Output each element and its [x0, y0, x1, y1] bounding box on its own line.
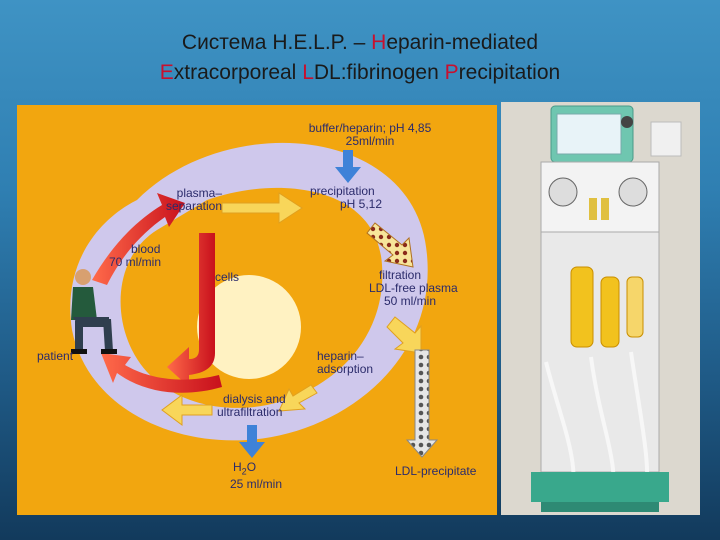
- buffer-text: buffer/heparin; pH 4,85: [308, 121, 432, 135]
- dialysis-arrow: [161, 394, 213, 426]
- help-diagram-panel: buffer/heparin; pH 4,85 25ml/min plasma–…: [17, 105, 497, 515]
- adsorption-arrow: [278, 384, 318, 412]
- title-letter-e: E: [159, 61, 174, 84]
- cells-return-arrow: [167, 233, 215, 387]
- heparin-line1: heparin–: [317, 349, 364, 363]
- buffer-label: buffer/heparin; pH 4,85 25ml/min: [300, 122, 440, 148]
- ldl-precipitate-column: [405, 349, 439, 458]
- ldl-free-rate: 50 ml/min: [384, 294, 437, 308]
- heparin-line2: adsorption: [317, 362, 374, 376]
- plasma-separation-line2: separation: [165, 199, 222, 213]
- precipitation-label: precipitation pH 5,12: [310, 185, 400, 211]
- blood-arrow: [92, 193, 185, 285]
- separation-arrow: [221, 192, 303, 224]
- plasma-separation-label: plasma– separation: [142, 187, 222, 213]
- h2o-rate: 25 ml/min: [230, 477, 283, 492]
- return-to-patient-arrow: [101, 353, 222, 393]
- h2o-label: H2O 25 ml/min: [230, 460, 300, 492]
- patient-label: patient: [37, 349, 74, 363]
- help-diagram: [70, 142, 439, 458]
- title-line-2: Extracorporeal LDL:fibrinogen Precipitat…: [159, 61, 561, 84]
- precipitation-ph: pH 5,12: [340, 197, 383, 211]
- center-disc: [197, 275, 301, 379]
- slide-title: Система H.E.L.P. – Heparin-mediated Extr…: [0, 28, 720, 88]
- precipitation-text: precipitation: [310, 184, 375, 198]
- filtration-arrow: [386, 316, 422, 354]
- title-letter-l: L: [302, 61, 314, 84]
- dialysis-label: dialysis and ultrafiltration: [217, 393, 317, 419]
- heparin-adsorption-label: heparin– adsorption: [317, 350, 397, 376]
- plasma-separation-line1: plasma–: [176, 186, 222, 200]
- title-line-1: Система H.E.L.P. – Heparin-mediated: [181, 31, 539, 54]
- machine-illustration: [501, 102, 700, 515]
- blood-rate: 70 ml/min: [109, 255, 162, 269]
- filtration-text: filtration: [379, 268, 422, 282]
- blood-text: blood: [131, 242, 161, 256]
- title-letter-p: P: [444, 61, 459, 84]
- precipitation-arrow: [366, 222, 414, 268]
- h2o-arrow: [239, 425, 265, 458]
- help-machine-photo: [501, 102, 700, 515]
- dialysis-line1: dialysis and: [223, 392, 286, 406]
- buffer-rate: 25ml/min: [345, 134, 395, 148]
- dialysis-line2: ultrafiltration: [217, 405, 283, 419]
- blood-label: blood 70 ml/min: [109, 243, 179, 269]
- ldl-precipitate-label: LDL-precipitate: [395, 464, 477, 478]
- h2o-text: H2O: [233, 460, 257, 477]
- buffer-arrow: [335, 150, 361, 183]
- title-letter-h: H: [371, 31, 387, 54]
- patient-figure: [71, 269, 117, 354]
- filtration-label: filtration LDL-free plasma 50 ml/min: [369, 269, 469, 308]
- cells-label: cells: [215, 270, 240, 284]
- ldl-free-plasma: LDL-free plasma: [369, 281, 458, 295]
